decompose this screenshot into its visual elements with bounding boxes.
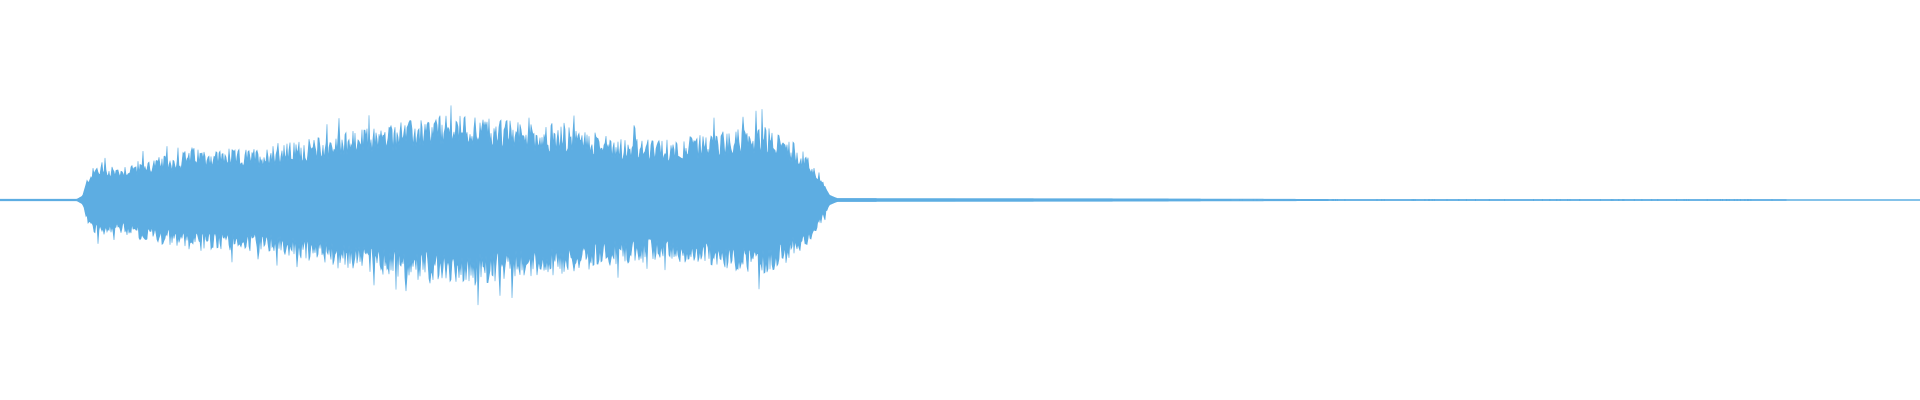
waveform-tail-dot: [1676, 199, 1677, 201]
waveform-tail-dot: [1748, 199, 1750, 201]
waveform-tail-dot: [1541, 199, 1543, 201]
waveform-tail-dot: [1556, 199, 1558, 201]
waveform-tail-dots: [1114, 199, 1773, 201]
waveform-tail-dot: [1706, 199, 1708, 201]
waveform-tail-dot: [1599, 199, 1601, 201]
waveform-tail-dot: [1383, 199, 1385, 201]
waveform-tail-dot: [1300, 199, 1301, 201]
waveform-tail-dot: [1331, 199, 1333, 201]
waveform-tail-dot: [1610, 199, 1612, 201]
waveform-tail-dot: [1688, 199, 1690, 201]
waveform-tail-dot: [1428, 199, 1430, 201]
waveform-tail-dot: [1283, 199, 1285, 201]
waveform-tail-dot: [1381, 199, 1383, 201]
waveform-tail-dot: [1771, 199, 1773, 201]
waveform-tail-dot: [1728, 199, 1730, 201]
waveform-tail-dot: [1488, 199, 1490, 201]
waveform-tail-dot: [1431, 199, 1433, 201]
waveform-tail-dot: [1446, 199, 1448, 201]
waveform-tail-dot: [1428, 199, 1430, 201]
waveform-tail-dot: [1726, 199, 1728, 201]
waveform-tail-dot: [1310, 199, 1311, 201]
waveform-tail-dot: [1533, 199, 1534, 201]
waveform-tail-dot: [1750, 199, 1752, 201]
waveform-tail-dot: [1683, 199, 1685, 201]
waveform-tail-dot: [1722, 199, 1723, 201]
waveform-tail-dot: [1289, 199, 1291, 201]
waveform-tail-dot: [1651, 199, 1653, 201]
waveform-tail-dot: [1145, 199, 1147, 201]
waveform-tail-dot: [1744, 199, 1746, 201]
waveform-tail-dot: [1176, 199, 1178, 201]
waveform-body: [0, 105, 1920, 306]
waveform-tail-dot: [1424, 199, 1426, 201]
waveform-tail-dot: [1411, 199, 1413, 201]
waveform-tail-dot: [1273, 199, 1275, 201]
waveform-tail-dot: [1740, 199, 1741, 201]
waveform-tail-dot: [1747, 199, 1748, 201]
waveform-tail-dot: [1623, 199, 1625, 201]
waveform-tail-dot: [1196, 199, 1198, 201]
waveform-tail-dot: [1239, 199, 1241, 201]
waveform-tail-dot: [1252, 199, 1254, 201]
waveform-tail-dot: [1333, 199, 1335, 201]
waveform-tail-dot: [1633, 199, 1635, 201]
waveform-tail-dot: [1191, 199, 1193, 201]
waveform-tail-dot: [1719, 199, 1721, 201]
waveform-tail-dot: [1579, 199, 1581, 201]
waveform-tail-dot: [1313, 199, 1315, 201]
waveform-tail-dot: [1549, 199, 1551, 201]
waveform-tail-dot: [1184, 199, 1186, 201]
waveform-tail-dot: [1256, 199, 1258, 201]
waveform-tail-dot: [1641, 199, 1643, 201]
waveform-tail-dot: [1262, 199, 1264, 201]
waveform-tail-dot: [1414, 199, 1416, 201]
waveform-tail-dot: [1559, 199, 1561, 201]
waveform-tail-dot: [1241, 199, 1243, 201]
waveform-tail-dot: [1227, 199, 1229, 201]
waveform-tail-dot: [1622, 199, 1624, 201]
waveform-tail-dot: [1280, 199, 1282, 201]
waveform-tail-dot: [1376, 199, 1378, 201]
waveform-tail-dot: [1725, 199, 1727, 201]
waveform-tail-dot: [1736, 199, 1738, 201]
waveform-tail-dot: [1123, 199, 1125, 201]
waveform-tail-dot: [1569, 199, 1571, 201]
waveform-tail-dot: [1612, 199, 1614, 201]
waveform-tail-dot: [1618, 199, 1620, 201]
waveform-tail-dot: [1465, 199, 1467, 201]
waveform-tail-dot: [1147, 199, 1149, 201]
waveform-tail-dot: [1344, 199, 1346, 201]
waveform-tail-dot: [1130, 199, 1132, 201]
waveform-tail-dot: [1733, 199, 1735, 201]
waveform-tail-dot: [1335, 199, 1336, 201]
waveform-tail-dot: [1657, 199, 1659, 201]
waveform-tail-dot: [1131, 199, 1133, 201]
waveform-tail-dot: [1433, 199, 1435, 201]
waveform-tail-dot: [1567, 199, 1569, 201]
waveform-tail-dot: [1685, 199, 1687, 201]
waveform-tail-dot: [1114, 199, 1116, 201]
waveform-tail-dot: [1504, 199, 1506, 201]
waveform-tail-dot: [1194, 199, 1196, 201]
waveform-tail-dot: [1475, 199, 1476, 201]
waveform-tail-dot: [1336, 199, 1338, 201]
waveform-tail-dot: [1152, 199, 1154, 201]
waveform-tail-dot: [1458, 199, 1460, 201]
waveform-tail-dot: [1200, 199, 1201, 201]
waveform-tail-dot: [1175, 199, 1177, 201]
waveform-tail-dot: [1139, 199, 1141, 201]
waveform-tail-dot: [1142, 199, 1143, 201]
waveform-tail-dot: [1155, 199, 1157, 201]
waveform-tail-dot: [1413, 199, 1415, 201]
